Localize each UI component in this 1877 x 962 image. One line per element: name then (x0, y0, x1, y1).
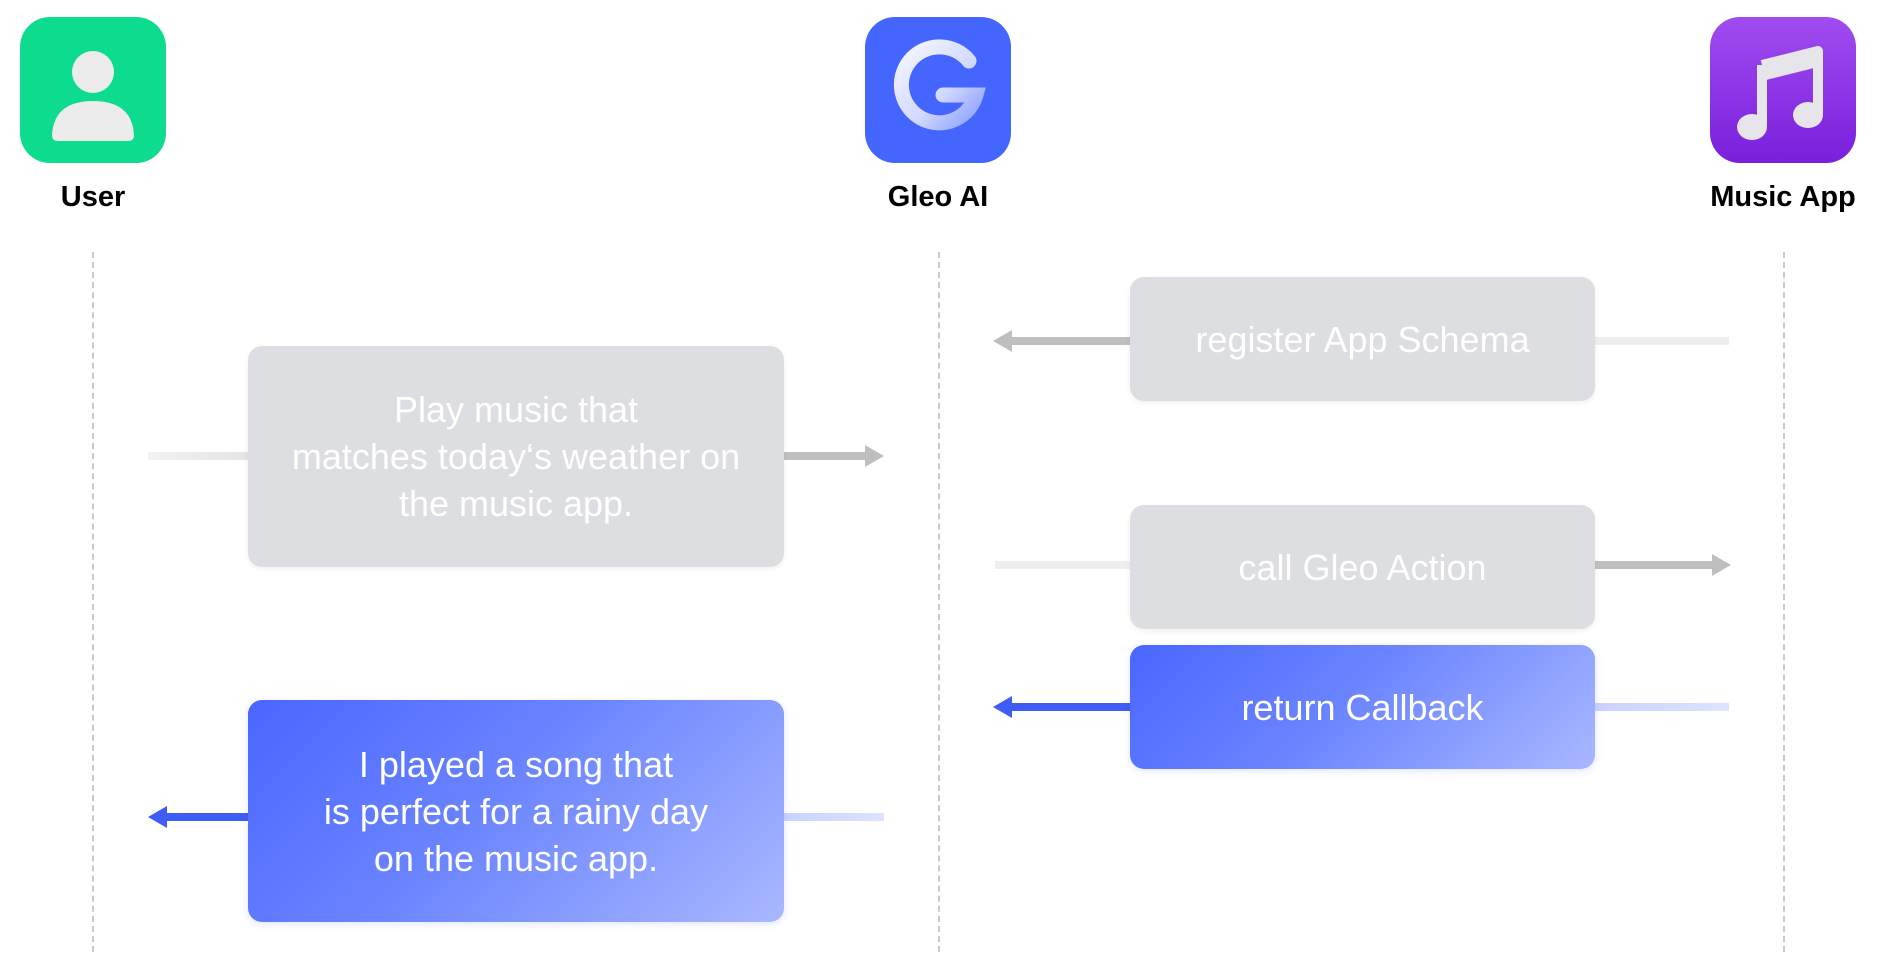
gleo-lifeline (938, 252, 940, 952)
music-label: Music App (1710, 181, 1856, 213)
return-callback-message: return Callback (1130, 645, 1595, 769)
user-actor-icon (20, 17, 166, 163)
music-lifeline (1783, 252, 1785, 952)
ai-response-message: I played a song that is perfect for a ra… (248, 700, 784, 922)
user-avatar-icon (20, 17, 166, 163)
gleo-actor-icon (865, 17, 1011, 163)
music-actor-icon (1710, 17, 1856, 163)
gleo-label: Gleo AI (887, 181, 989, 213)
user-label: User (60, 181, 126, 213)
gleo-logo-icon (865, 17, 1011, 163)
call-gleo-action-message: call Gleo Action (1130, 505, 1595, 629)
user-request-message: Play music that matches today‘s weather … (248, 346, 784, 567)
user-lifeline (92, 252, 94, 952)
register-schema-message: register App Schema (1130, 277, 1595, 401)
music-note-icon (1710, 17, 1856, 163)
